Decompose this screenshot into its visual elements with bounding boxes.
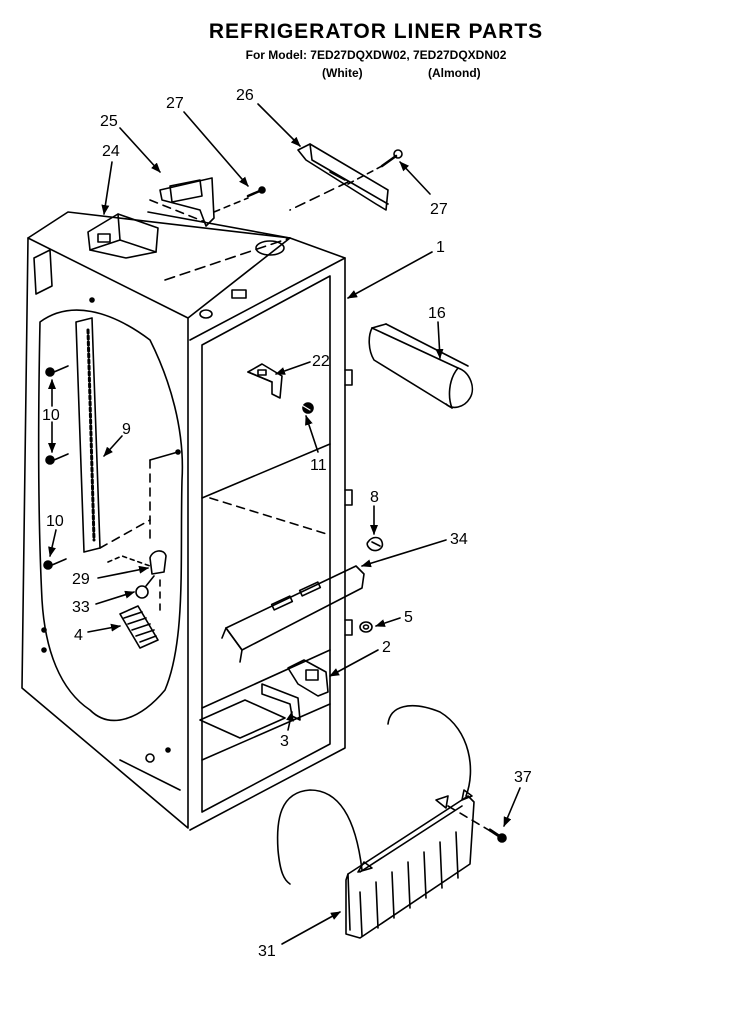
- callout-4: 4: [74, 627, 83, 644]
- liner-body: [21, 211, 353, 831]
- part-8-clip: [366, 536, 384, 552]
- callout-16: 16: [428, 305, 446, 322]
- callout-37: 37: [514, 769, 532, 786]
- part-4-vent-grille: [119, 605, 159, 649]
- callout-33: 33: [72, 599, 90, 616]
- callout-labels: 27 26 25 24 27 1 16 22 10 9 11 8 10 34 2…: [42, 87, 532, 960]
- part-31-drain-pan: [276, 704, 493, 939]
- part-2-bracket: [287, 659, 329, 697]
- callout-26: 26: [236, 87, 254, 104]
- part-22-bracket: [247, 363, 283, 399]
- callout-31: 31: [258, 943, 276, 960]
- callout-10-lower: 10: [46, 513, 64, 530]
- callout-27-left: 27: [166, 95, 184, 112]
- part-3-bracket: [261, 683, 301, 721]
- callout-2: 2: [382, 639, 391, 656]
- part-26-channel: [289, 143, 389, 211]
- callout-leaders: [48, 103, 521, 945]
- callout-1: 1: [436, 239, 445, 256]
- part-25-bracket: [149, 177, 215, 227]
- screw-37: [488, 828, 507, 843]
- callout-29: 29: [72, 571, 90, 588]
- page-title: REFRIGERATOR LINER PARTS: [208, 20, 544, 43]
- callout-11: 11: [310, 457, 327, 474]
- screws-10: [43, 365, 69, 570]
- screw-27-right: [347, 149, 403, 185]
- callout-25: 25: [100, 113, 118, 130]
- part-29-light-socket: [107, 550, 167, 575]
- screw-11: [299, 402, 314, 414]
- variant-almond: (Almond): [428, 66, 481, 80]
- part-33-bulb: [135, 575, 155, 599]
- part-34-cross-rail: [221, 565, 365, 663]
- part-5-nut: [359, 621, 373, 633]
- callout-27-right: 27: [430, 201, 448, 218]
- part-9-shelf-rail: [75, 317, 151, 553]
- part-24-air-duct: [87, 213, 159, 259]
- callout-24: 24: [102, 143, 120, 160]
- callout-34: 34: [450, 531, 468, 548]
- part-16-trough: [368, 323, 474, 409]
- callout-9: 9: [122, 421, 131, 438]
- callout-3: 3: [280, 733, 289, 750]
- model-subtitle: For Model: 7ED27DQXDW02, 7ED27DQXDN02: [245, 48, 507, 62]
- screw-27-left: [213, 186, 266, 213]
- callout-8: 8: [370, 489, 379, 506]
- callout-5: 5: [404, 609, 413, 626]
- variant-white: (White): [322, 66, 363, 80]
- callout-10-upper: 10: [42, 407, 60, 424]
- callout-22: 22: [312, 353, 330, 370]
